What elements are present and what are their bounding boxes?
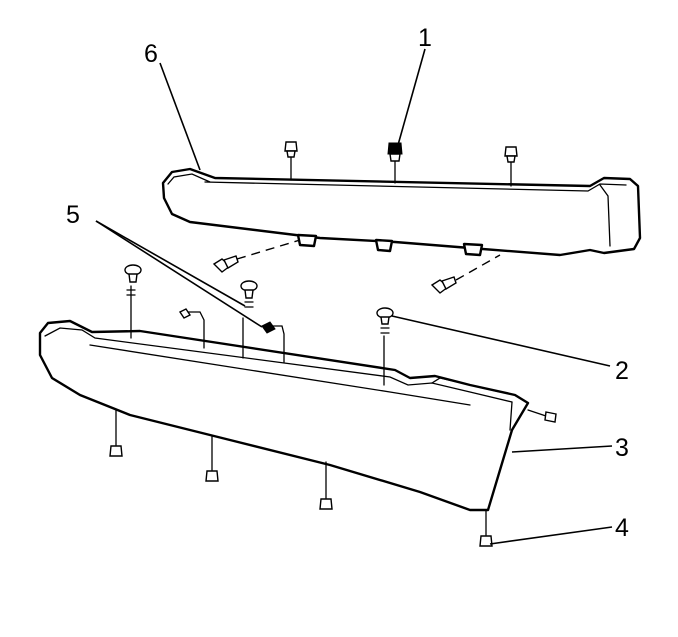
- clip-icon: [178, 308, 205, 349]
- bolt-icon: [504, 146, 518, 187]
- callout-6: 6: [144, 40, 158, 68]
- leader-lines: [95, 48, 613, 545]
- bolt-icon: [284, 141, 298, 181]
- bolt-icon: [205, 435, 219, 482]
- callout-1: 1: [418, 24, 432, 52]
- bumper-fascia: [38, 319, 530, 512]
- clip-icon: [242, 317, 285, 363]
- bolt-icon: [212, 239, 301, 273]
- bolt-icon: [479, 509, 493, 547]
- callout-3: 3: [615, 434, 629, 462]
- bolt-icon: [109, 409, 123, 457]
- bumper-impact-bar: [161, 167, 642, 257]
- bolt-icon: [527, 409, 557, 423]
- push-pin-retainer-icon: [124, 264, 142, 339]
- push-pin-retainer-icon: [376, 307, 394, 386]
- callout-2: 2: [615, 357, 629, 385]
- bolt-icon: [430, 254, 501, 294]
- bolt-icon: [387, 142, 403, 184]
- push-pin-retainer-icon: [240, 280, 258, 308]
- callout-4: 4: [615, 514, 629, 542]
- bolt-icon: [319, 461, 333, 510]
- callout-5: 5: [66, 201, 80, 229]
